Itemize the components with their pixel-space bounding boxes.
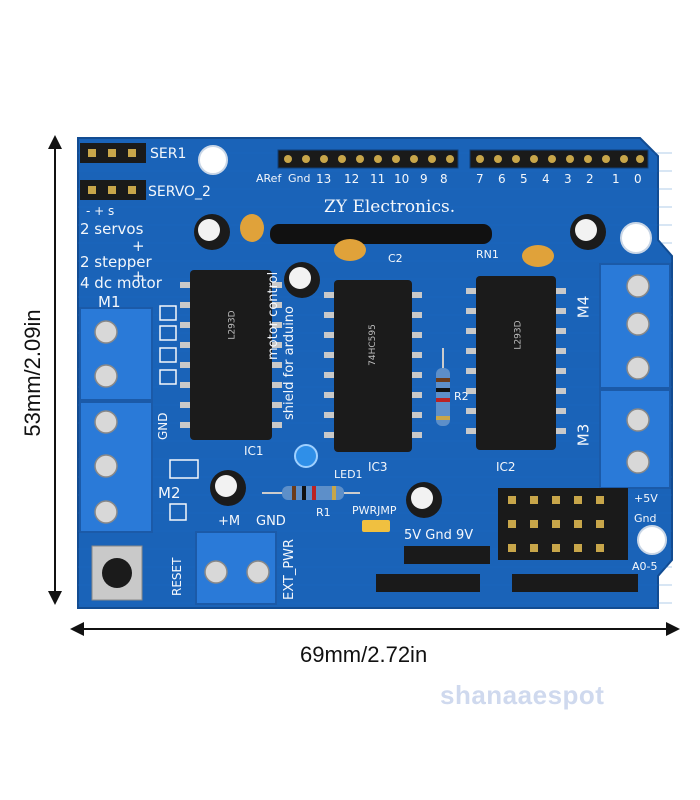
pin-label-0: 0 bbox=[634, 172, 642, 186]
c2-label: C2 bbox=[388, 252, 403, 265]
pin-label-10: 10 bbox=[394, 172, 410, 186]
motor-label-m4: M4 bbox=[574, 295, 593, 319]
capability-line-5: + bbox=[132, 267, 145, 285]
r2-label: R2 bbox=[454, 390, 469, 403]
pin-label-7: 7 bbox=[476, 172, 484, 186]
watermark: shanaaespot bbox=[440, 680, 605, 710]
capability-line-6: 4 dc motor bbox=[80, 274, 162, 292]
gnd-left-label: GND bbox=[156, 412, 170, 440]
pin-label-12: 12 bbox=[344, 172, 360, 186]
brand-label: ZY Electronics. bbox=[324, 197, 456, 217]
capability-line-4: 2 stepper bbox=[80, 253, 152, 271]
aref-label: ARef bbox=[256, 172, 282, 185]
ic1-marking: L293D bbox=[227, 310, 238, 340]
r1-label: R1 bbox=[316, 506, 331, 519]
pin-label-1: 1 bbox=[612, 172, 620, 186]
ic1-label: IC1 bbox=[244, 444, 264, 458]
ser1-label: SER1 bbox=[150, 146, 187, 162]
pin-label-5: 5 bbox=[520, 172, 528, 186]
led1-label: LED1 bbox=[334, 468, 363, 481]
a0-5-label: A0-5 bbox=[632, 560, 658, 573]
pin-label-9: 9 bbox=[420, 172, 428, 186]
ic3-label: IC3 bbox=[368, 460, 388, 474]
gnd-right-label: Gnd bbox=[634, 512, 657, 525]
motor-label-m2: M2 bbox=[158, 484, 181, 502]
gnd-terminal-label: GND bbox=[256, 514, 286, 529]
gnd-header-label: Gnd bbox=[288, 172, 311, 185]
capability-line-1: - + s bbox=[86, 204, 115, 218]
servo2-label: SERVO_2 bbox=[148, 184, 211, 200]
height-dimension-arrow bbox=[48, 135, 62, 605]
motor-label-m1: M1 bbox=[98, 293, 121, 311]
pin-label-2: 2 bbox=[586, 172, 594, 186]
ic2-label: IC2 bbox=[496, 460, 516, 474]
width-label: 69mm/2.72in bbox=[300, 642, 428, 667]
rn1-label: RN1 bbox=[476, 248, 499, 261]
power-row-label: 5V Gnd 9V bbox=[404, 528, 474, 543]
ext-pwr-label: EXT_PWR bbox=[282, 538, 297, 600]
pin-label-11: 11 bbox=[370, 172, 386, 186]
pin-label-3: 3 bbox=[564, 172, 572, 186]
capability-line-2: 2 servos bbox=[80, 220, 144, 238]
reset-label: RESET bbox=[170, 557, 184, 596]
vertical-text-1: motor control bbox=[266, 271, 281, 360]
vertical-text-2: shield for arduino bbox=[282, 305, 297, 420]
plus-m-label: +M bbox=[218, 514, 241, 529]
pwrjmp-label: PWRJMP bbox=[352, 504, 397, 517]
plus5v-label: +5V bbox=[634, 492, 658, 505]
pin-label-13: 13 bbox=[316, 172, 332, 186]
pin-label-6: 6 bbox=[498, 172, 506, 186]
pin-label-4: 4 bbox=[542, 172, 550, 186]
ic2-marking: L293D bbox=[513, 320, 524, 350]
motor-label-m3: M3 bbox=[574, 423, 593, 447]
ic3-marking: 74HC595 bbox=[367, 324, 378, 366]
capability-line-3: + bbox=[132, 237, 145, 255]
width-dimension-arrow bbox=[70, 622, 680, 636]
pin-label-8: 8 bbox=[440, 172, 448, 186]
